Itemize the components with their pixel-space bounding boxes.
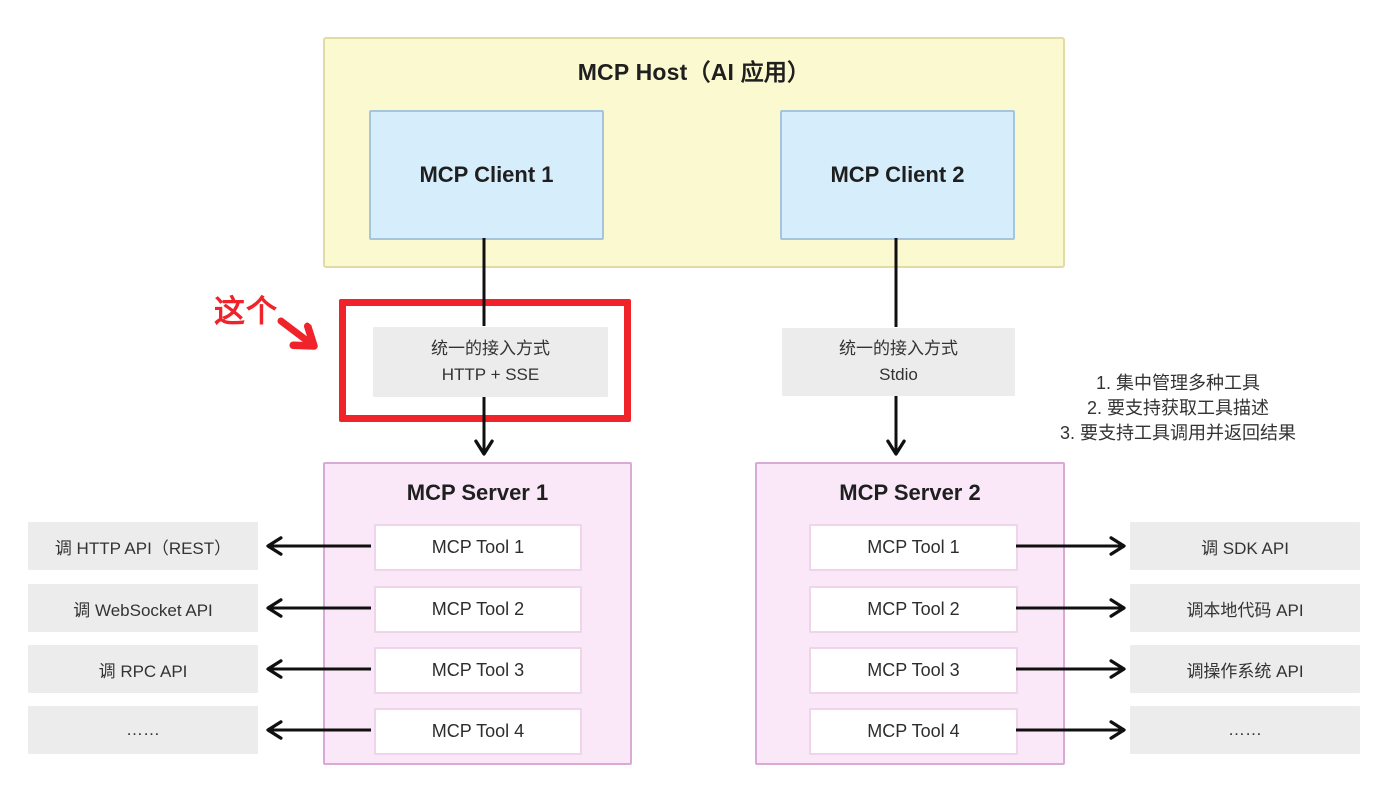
server1-tool-2-box: MCP Tool 2 <box>374 586 582 633</box>
note-line-2: 2. 要支持获取工具描述 <box>1086 398 1269 418</box>
server2-tool-3-box: MCP Tool 3 <box>809 647 1018 694</box>
api-more-left-box: …… <box>28 706 258 754</box>
note-line-3: 3. 要支持工具调用并返回结果 <box>1059 423 1296 443</box>
transport-line: HTTP + SSE <box>441 365 540 384</box>
server2-tool-1-box: MCP Tool 1 <box>809 524 1018 571</box>
api-more-right-box: …… <box>1130 706 1360 754</box>
server2-tool-2-box: MCP Tool 2 <box>809 586 1018 633</box>
transport-http-sse-box: 统一的接入方式 HTTP + SSE <box>373 327 608 397</box>
mcp-host-title: MCP Host（AI 应用） <box>577 59 811 85</box>
server1-tool-3-box: MCP Tool 3 <box>374 647 582 694</box>
mcp-client-2-box: MCP Client 2 <box>780 110 1015 240</box>
mcp-server-1-box: MCP Server 1 MCP Tool 1 MCP Tool 2 MCP T… <box>323 462 632 765</box>
api-websocket-box: 调 WebSocket API <box>28 584 258 632</box>
note-line-1: 1. 集中管理多种工具 <box>1095 373 1260 393</box>
mcp-server-1-title: MCP Server 1 <box>406 480 549 505</box>
api-sdk-box: 调 SDK API <box>1130 522 1360 570</box>
transport-line: Stdio <box>879 365 918 384</box>
mcp-server-2-box: MCP Server 2 MCP Tool 1 MCP Tool 2 MCP T… <box>755 462 1065 765</box>
server2-tool-4-box: MCP Tool 4 <box>809 708 1018 755</box>
api-http-rest-box: 调 HTTP API（REST） <box>28 522 258 570</box>
server-requirements-notes: 1. 集中管理多种工具 2. 要支持获取工具描述 3. 要支持工具调用并返回结果 <box>1028 371 1328 446</box>
transport-stdio-box: 统一的接入方式 Stdio <box>782 328 1015 396</box>
mcp-server-2-title: MCP Server 2 <box>839 480 981 505</box>
server1-tool-1-box: MCP Tool 1 <box>374 524 582 571</box>
api-os-box: 调操作系统 API <box>1130 645 1360 693</box>
mcp-client-1-box: MCP Client 1 <box>369 110 604 240</box>
transport-line: 统一的接入方式 <box>431 338 550 358</box>
server1-tool-4-box: MCP Tool 4 <box>374 708 582 755</box>
transport-line: 统一的接入方式 <box>839 338 958 358</box>
mcp-host-box: MCP Host（AI 应用） MCP Client 1 MCP Client … <box>323 37 1065 268</box>
api-local-code-box: 调本地代码 API <box>1130 584 1360 632</box>
api-rpc-box: 调 RPC API <box>28 645 258 693</box>
annotation-label: 这个 <box>214 294 278 329</box>
